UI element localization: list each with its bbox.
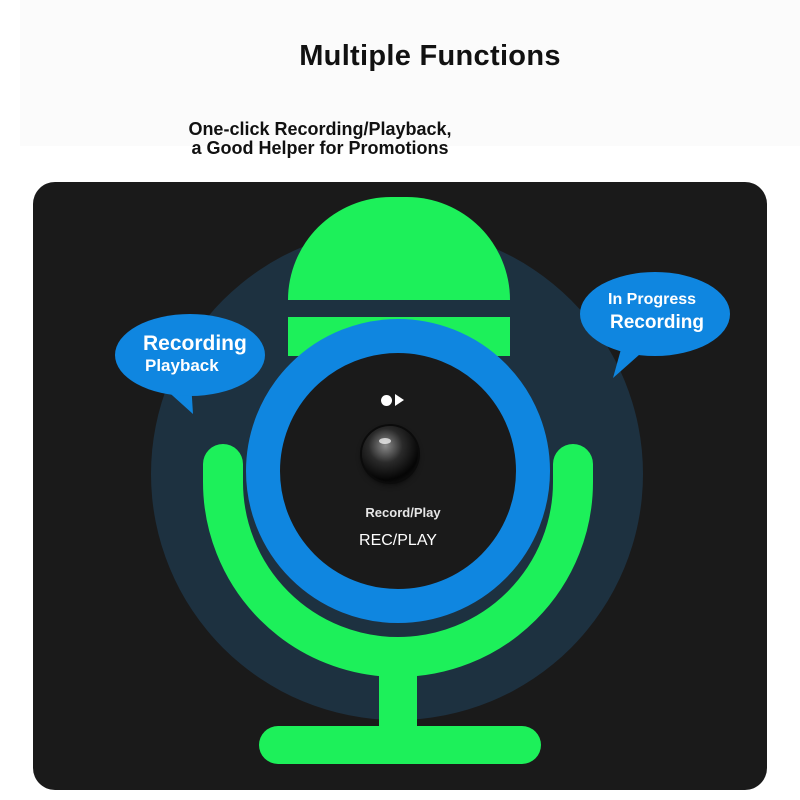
microphone-base: [259, 726, 541, 764]
record-play-button[interactable]: [362, 426, 418, 482]
bubble-right-line-1: In Progress: [608, 291, 697, 308]
microphone-holder-arc: [203, 444, 593, 677]
record-play-label: Record/Play: [365, 505, 441, 520]
subtitle-line-2: a Good Helper for Promotions: [191, 138, 449, 158]
record-play-icon: [381, 392, 411, 408]
speech-bubble-right: [580, 272, 730, 356]
rec-play-code: REC/PLAY: [359, 532, 437, 549]
subtitle-line-1: One-click Recording/Playback,: [188, 119, 452, 139]
bubble-left-line-1: Recording: [143, 332, 247, 355]
page-subtitle: One-click Recording/Playback, a Good Hel…: [120, 120, 520, 158]
play-triangle-icon: [395, 394, 404, 406]
record-dot-icon: [381, 394, 392, 406]
bubble-right-line-2: Recording: [610, 312, 704, 333]
feature-panel: Record/Play REC/PLAY Recording Playback …: [33, 182, 767, 790]
header-band: [20, 0, 800, 146]
speech-bubble-left: [115, 314, 265, 396]
page-title: Multiple Functions: [299, 40, 561, 72]
bubble-left-line-2: Playback: [145, 356, 219, 375]
